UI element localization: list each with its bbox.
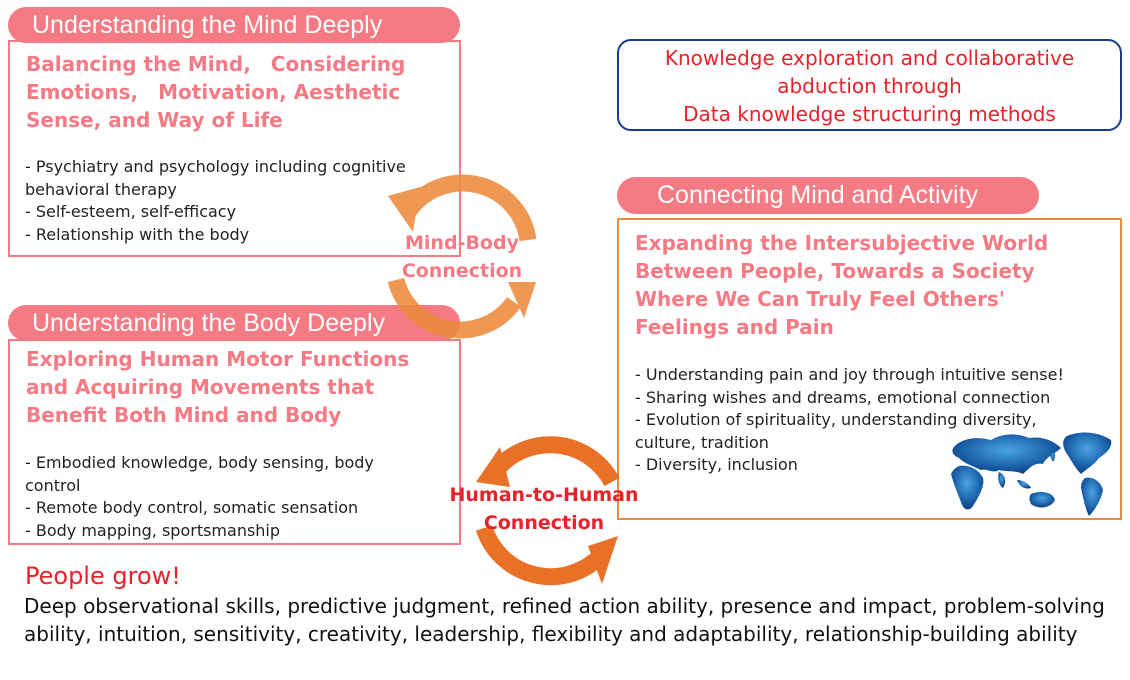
human-top-arc <box>491 436 620 487</box>
body-section-box: Exploring Human Motor Functions and Acqu… <box>8 339 461 545</box>
bullet-line: - Relationship with the body <box>25 224 250 244</box>
human-bottom-arrowhead <box>588 536 618 584</box>
mind-body-top-arrowhead <box>388 187 420 232</box>
people-grow-text: Deep observational skills, predictive ju… <box>24 594 1105 646</box>
mind-body-top-arc <box>400 174 537 242</box>
bullet-line: - Body mapping, sportsmanship <box>25 520 281 540</box>
mind-section-title: Understanding the Mind Deeply <box>8 7 460 43</box>
body-section-bullets: - Embodied knowledge, body sensing, body… <box>25 452 445 542</box>
bullet-line: - Embodied knowledge, body sensing, body <box>25 453 374 472</box>
knowledge-exploration-box: Knowledge exploration and collaborative … <box>617 39 1122 131</box>
bullet-line: - Evolution of spirituality, understandi… <box>635 410 1037 429</box>
people-grow-title: People grow! <box>25 562 181 590</box>
bullet-line: behavioral therapy <box>25 179 177 199</box>
bullet-line: - Sharing wishes and dreams, emotional c… <box>635 387 1051 407</box>
human-top-arrowhead <box>476 447 510 487</box>
mind-section-box: Balancing the Mind, Considering Emotions… <box>8 40 461 257</box>
bullet-line: - Self-esteem, self-efficacy <box>25 202 237 221</box>
knowledge-line: Data knowledge structuring methods <box>683 102 1056 126</box>
mind-body-label: Mind-Body Connection <box>401 232 523 282</box>
body-section-title: Understanding the Body Deeply <box>8 305 460 341</box>
activity-section-title: Connecting Mind and Activity <box>617 177 1039 214</box>
bullet-line: control <box>25 475 81 495</box>
mind-body-bottom-arrowhead <box>508 282 536 318</box>
mind-section-heading: Balancing the Mind, Considering Emotions… <box>26 52 406 132</box>
bullet-line: - Diversity, inclusion <box>635 455 798 474</box>
knowledge-line: Knowledge exploration and collaborative <box>664 46 1075 70</box>
bullet-line: - Psychiatry and psychology including co… <box>25 157 406 176</box>
knowledge-line: abduction through <box>777 74 962 98</box>
bullet-line: culture, tradition <box>635 432 769 452</box>
bullet-line: - Remote body control, somatic sensation <box>25 498 359 517</box>
mind-body-bottom-arc <box>387 277 521 339</box>
mind-body-cycle-arrows <box>387 174 537 339</box>
human-bottom-arc <box>475 525 602 586</box>
activity-section-bullets: - Understanding pain and joy through int… <box>635 364 1115 477</box>
human-cycle-arrows <box>475 436 620 586</box>
body-section-heading: Exploring Human Motor Functions and Acqu… <box>26 347 410 427</box>
world-map-icon <box>951 432 1112 516</box>
human-cycle-label: Human-to-Human Connection <box>449 484 639 534</box>
activity-section-box: Expanding the Intersubjective World Betw… <box>617 218 1122 520</box>
mind-section-bullets: - Psychiatry and psychology including co… <box>25 156 455 246</box>
bullet-line: - Understanding pain and joy through int… <box>635 365 1064 384</box>
activity-section-heading: Expanding the Intersubjective World Betw… <box>635 231 1049 339</box>
